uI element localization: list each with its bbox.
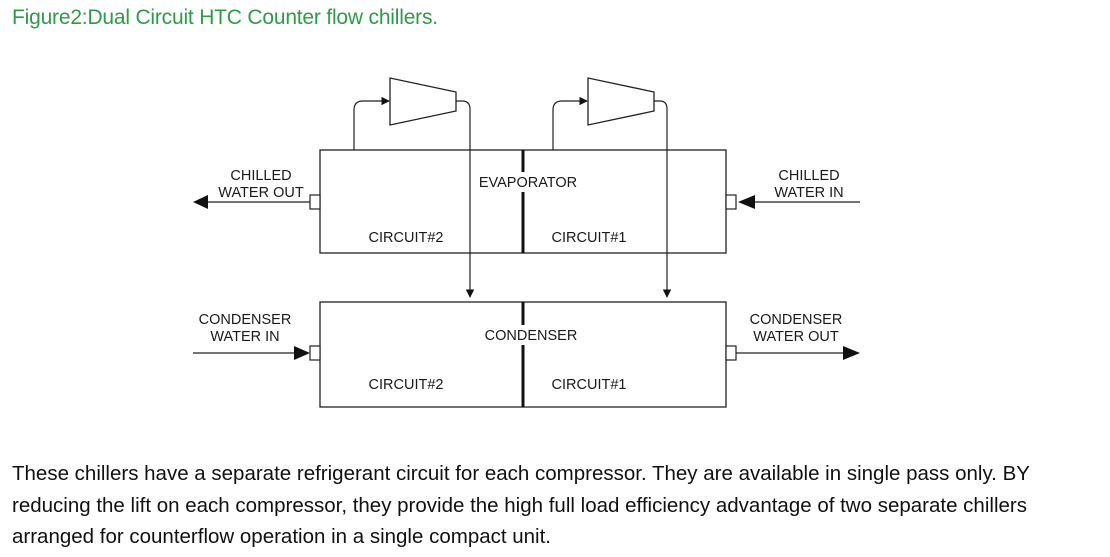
description-paragraph: These chillers have a separate refrigera… bbox=[12, 462, 1030, 548]
compressor-circuit-2 bbox=[353, 77, 475, 298]
condenser-water-out-label-line2: WATER OUT bbox=[753, 329, 839, 345]
condenser-water-in-label-line1: CONDENSER bbox=[199, 312, 292, 328]
evaporator-circuit-2-label: CIRCUIT#2 bbox=[369, 230, 444, 246]
figure-caption: Figure2:Dual Circuit HTC Counter flow ch… bbox=[12, 6, 438, 29]
chilled-water-out-label-line1: CHILLED bbox=[230, 168, 291, 184]
chilled-water-out-label-line2: WATER OUT bbox=[218, 185, 304, 201]
condenser-water-out-label-line1: CONDENSER bbox=[750, 312, 843, 328]
condenser-circuit-2-label: CIRCUIT#2 bbox=[369, 377, 444, 393]
chilled-water-out: CHILLED WATER OUT bbox=[193, 168, 321, 210]
condenser-circuit-1-label: CIRCUIT#1 bbox=[552, 377, 627, 393]
chiller-diagram: EVAPORATOR CIRCUIT#2 CIRCUIT#1 CONDENSER… bbox=[193, 77, 860, 408]
chilled-water-in: CHILLED WATER IN bbox=[725, 168, 860, 210]
condenser-water-out: CONDENSER WATER OUT bbox=[725, 312, 860, 361]
compressor-circuit-1 bbox=[552, 77, 672, 298]
evaporator-box: EVAPORATOR CIRCUIT#2 CIRCUIT#1 bbox=[319, 149, 727, 254]
chilled-water-in-label-line2: WATER IN bbox=[774, 185, 843, 201]
condenser-water-in: CONDENSER WATER IN bbox=[193, 312, 321, 361]
chilled-water-in-label-line1: CHILLED bbox=[778, 168, 839, 184]
evaporator-label: EVAPORATOR bbox=[479, 175, 577, 191]
condenser-water-in-label-line2: WATER IN bbox=[210, 329, 279, 345]
condenser-box: CONDENSER CIRCUIT#2 CIRCUIT#1 bbox=[319, 301, 727, 408]
condenser-label: CONDENSER bbox=[485, 328, 578, 344]
evaporator-circuit-1-label: CIRCUIT#1 bbox=[552, 230, 627, 246]
